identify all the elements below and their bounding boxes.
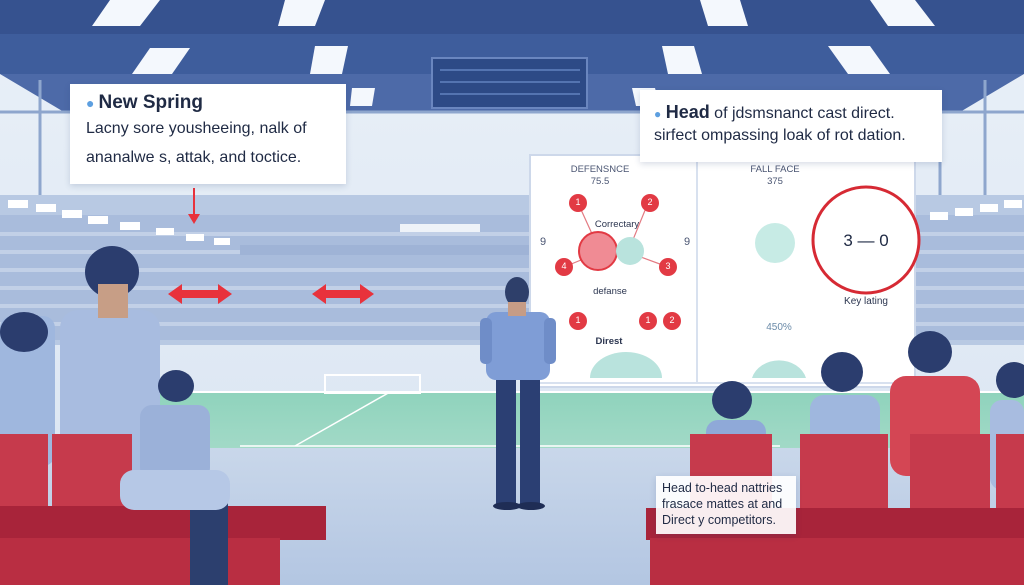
player-marker (659, 258, 677, 276)
marker-number: 2 (669, 315, 675, 325)
correctary-label: Correctary (594, 219, 640, 230)
bullet-dot-icon: ● (654, 106, 662, 121)
callout-head: ● Head of jdsmsnanct cast direct. sirfec… (640, 90, 942, 162)
arrow-indicators (168, 188, 374, 304)
defence-sub: 75.5 (590, 176, 610, 187)
callout-line: Lacny sore yousheeing, nalk of (86, 120, 307, 137)
tactics-board (529, 154, 921, 388)
percent-label: 450% (766, 322, 792, 333)
player-marker (569, 194, 587, 212)
player-marker (569, 312, 587, 330)
coach-figure (480, 277, 556, 510)
callout-head-to-head: Head to-head nattries frasace mattes at … (656, 476, 796, 534)
zone-shape (755, 223, 795, 263)
marker-number: 3 (665, 261, 671, 271)
marker-number: 2 (647, 197, 653, 207)
callout-line: Direct y competitors. (662, 513, 776, 527)
zone-shape (590, 352, 662, 378)
player-marker (578, 231, 618, 271)
player-marker (616, 237, 644, 265)
fall-face-sub: 375 (767, 176, 783, 187)
direst-label: Direst (595, 336, 623, 347)
callout-title: New Spring (98, 92, 203, 113)
callout-title-rest: of jdsmsnanct cast direct. (709, 105, 895, 122)
fall-face-heading: FALL FACE (750, 164, 800, 175)
callout-line: frasace mattes at and (662, 497, 783, 511)
callout-new-spring: ●New Spring Lacny sore yousheeing, nalk … (70, 84, 346, 184)
marker-number: 1 (575, 197, 581, 207)
player-marker (641, 194, 659, 212)
ceiling (0, 0, 1024, 112)
bullet-dot-icon: ● (86, 94, 95, 111)
callout-title: Head (665, 102, 710, 122)
score-caption: Key lating (844, 296, 888, 307)
callout-line: ananalwe s, attak, and toctice. (86, 149, 302, 166)
defanse-label: defanse (593, 286, 627, 297)
side-mark-right: 9 (683, 236, 691, 248)
right-bench-area (646, 331, 1024, 585)
callout-line: sirfect ompassing loak of rot dation. (654, 127, 906, 144)
marker-number: 1 (645, 315, 651, 325)
zone-shape (752, 360, 806, 378)
marker-number: 1 (575, 315, 581, 325)
defence-heading: DEFENSNCE (570, 164, 630, 175)
player-marker (639, 312, 657, 330)
score-text: 3 — 0 (843, 231, 889, 250)
score-ring (811, 185, 921, 295)
callout-line: Head to-head nattries (662, 481, 783, 495)
side-mark-left: 9 (539, 236, 547, 248)
marker-number: 4 (561, 261, 567, 271)
player-marker (663, 312, 681, 330)
player-marker (555, 258, 573, 276)
left-bench-area (0, 246, 326, 585)
